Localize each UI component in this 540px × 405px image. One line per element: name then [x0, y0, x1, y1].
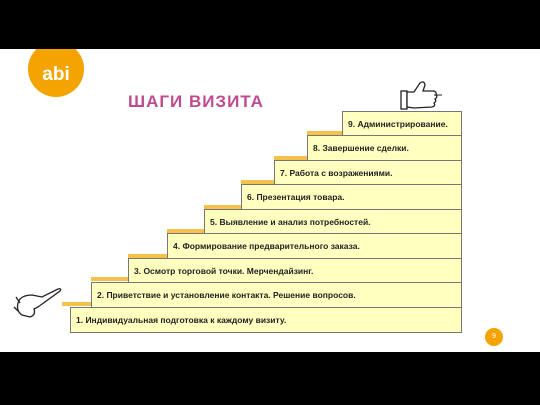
logo-text: abi — [42, 64, 70, 85]
stair-riser — [274, 156, 308, 160]
step-4: 4. Формирование предварительного заказа. — [167, 233, 462, 259]
stair-riser — [167, 229, 205, 233]
stair-riser — [307, 131, 343, 135]
step-8: 8. Завершение сделки. — [307, 135, 462, 161]
step-6: 6. Презентация товара. — [241, 184, 462, 210]
slide: abi ШАГИ ВИЗИТА 1. Индивидуальная подгот… — [0, 49, 540, 352]
stair-riser — [128, 254, 168, 258]
stair-riser — [241, 180, 275, 184]
step-3: 3. Осмотр торговой точки. Мерчендайзинг. — [128, 258, 462, 283]
stair-riser — [204, 205, 242, 209]
stair-riser — [62, 302, 92, 306]
pointing-hand-icon — [13, 288, 62, 318]
step-5: 5. Выявление и анализ потребностей. — [204, 209, 462, 234]
step-7: 7. Работа с возражениями. — [274, 160, 462, 185]
abi-logo: abi — [28, 49, 84, 97]
page-number: 9 — [492, 333, 496, 340]
step-1: 1. Индивидуальная подготовка к каждому в… — [70, 307, 462, 333]
thumbs-up-icon — [400, 81, 442, 110]
step-9: 9. Администрирование. — [342, 111, 462, 136]
page-number-badge: 9 — [485, 328, 503, 346]
step-2: 2. Приветствие и установление контакта. … — [91, 282, 462, 308]
slide-title: ШАГИ ВИЗИТА — [128, 92, 264, 111]
stair-riser — [91, 277, 129, 281]
